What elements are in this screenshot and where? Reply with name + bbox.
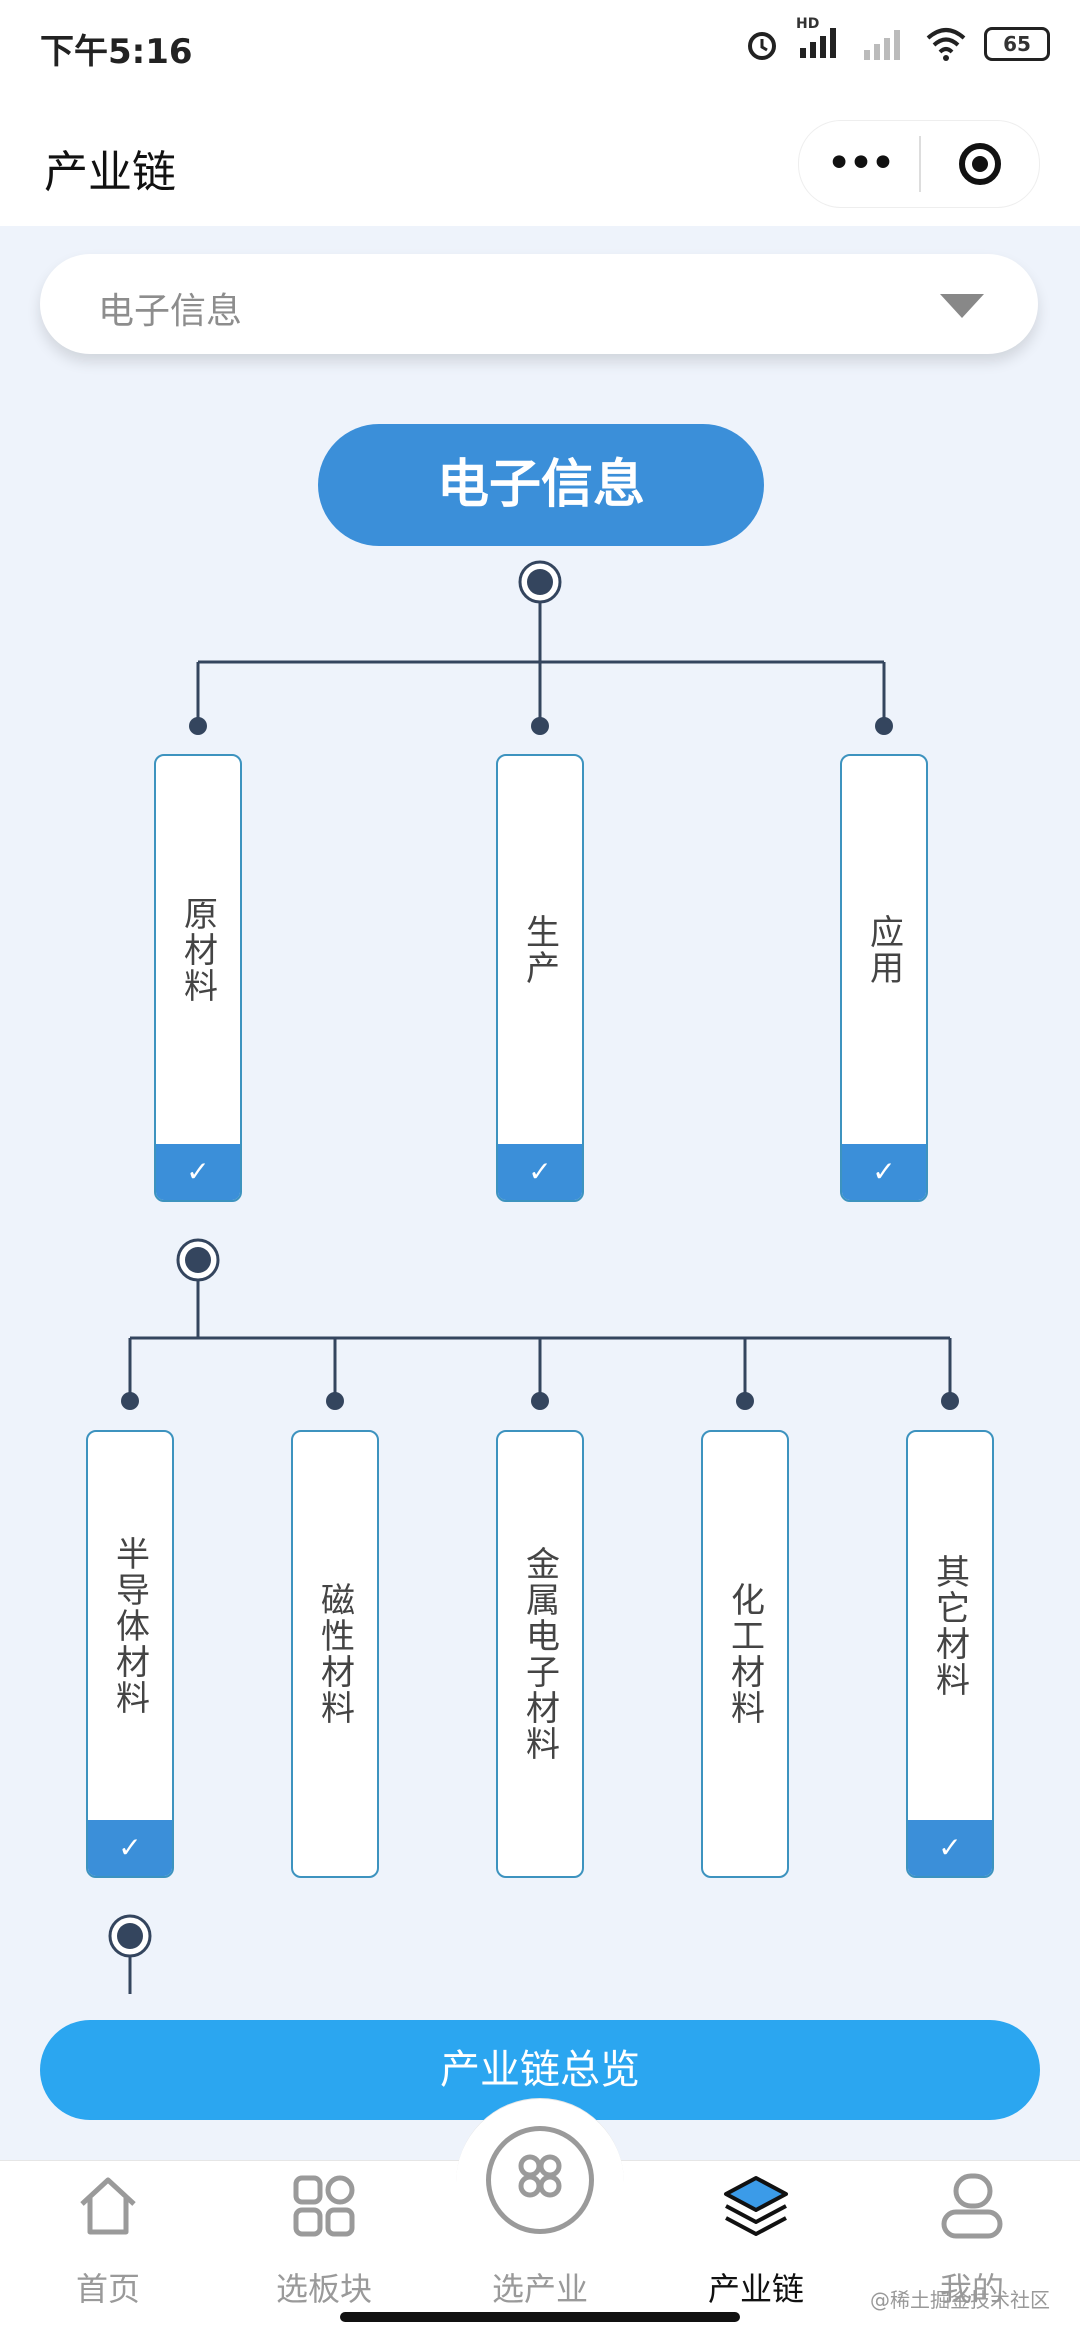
semiconductor-junction-node: [108, 1914, 152, 1958]
node-label: 半导体材料: [109, 1536, 150, 1716]
tab-mine[interactable]: 我的: [864, 2160, 1080, 2340]
node-label: 其它材料: [929, 1554, 970, 1698]
tab-label: 首页: [75, 2270, 140, 2308]
tab-label: 选产业: [491, 2270, 588, 2308]
status-time: 下午5:16: [40, 32, 193, 72]
capsule-divider: [919, 136, 921, 192]
node-label-wrap: 生产: [498, 756, 582, 1144]
tab-select-sector[interactable]: 选板块: [216, 2160, 432, 2340]
grid-icon: [293, 2175, 355, 2237]
profile-icon: [941, 2173, 1003, 2239]
more-button[interactable]: •••: [826, 138, 896, 189]
tree-node-production[interactable]: 生产 ✓: [496, 754, 584, 1202]
node-label-wrap: 其它材料: [908, 1432, 992, 1820]
select-industry-icon: [518, 2154, 562, 2198]
check-icon[interactable]: ✓: [156, 1144, 240, 1200]
tree-node-other-material[interactable]: 其它材料 ✓: [906, 1430, 994, 1878]
tree-node-chemical-material[interactable]: 化工材料: [701, 1430, 789, 1878]
node-label: 生产: [519, 914, 560, 986]
check-icon[interactable]: ✓: [842, 1144, 926, 1200]
home-icon: [80, 2177, 136, 2235]
node-label-wrap: 金属电子材料: [498, 1432, 582, 1876]
signal-hd-icon: HD: [796, 16, 844, 64]
mini-program-capsule: •••: [798, 120, 1040, 208]
node-label: 化工材料: [724, 1582, 765, 1726]
check-icon[interactable]: ✓: [908, 1820, 992, 1876]
node-label: 金属电子材料: [519, 1546, 560, 1762]
status-bar: 下午5:16 HD 65: [0, 0, 1080, 100]
node-label-wrap: 化工材料: [703, 1432, 787, 1876]
signal-weak-icon: [864, 30, 900, 60]
industry-select[interactable]: 电子信息: [40, 254, 1038, 354]
node-label-wrap: 磁性材料: [293, 1432, 377, 1876]
tree-node-application[interactable]: 应用 ✓: [840, 754, 928, 1202]
raw-material-junction-node: [176, 1238, 220, 1282]
nav-bar: 产业链 •••: [0, 100, 1080, 226]
tab-label: 我的: [939, 2270, 1004, 2308]
tree-node-metal-electronic-material[interactable]: 金属电子材料: [496, 1430, 584, 1878]
chevron-down-icon: [940, 294, 984, 318]
tab-home[interactable]: 首页: [0, 2160, 216, 2340]
node-label-wrap: 应用: [842, 756, 926, 1144]
tab-industry-chain[interactable]: 产业链: [648, 2160, 864, 2340]
watermark: @稀土掘金技术社区: [870, 2288, 1050, 2312]
tab-label: 产业链: [707, 2270, 804, 2308]
alarm-icon: [748, 32, 776, 60]
tree-node-semiconductor-material[interactable]: 半导体材料 ✓: [86, 1430, 174, 1878]
layers-icon: [724, 2176, 788, 2236]
check-icon[interactable]: ✓: [498, 1144, 582, 1200]
node-label: 应用: [863, 914, 904, 986]
tab-select-industry[interactable]: 选产业: [432, 2154, 648, 2340]
node-label-wrap: 原材料: [156, 756, 240, 1144]
battery-indicator: 65: [984, 27, 1050, 61]
status-icons: HD 65: [744, 16, 1050, 64]
industry-select-value: 电子信息: [98, 291, 243, 332]
node-label: 原材料: [177, 896, 218, 1004]
root-junction-node: [518, 560, 562, 604]
tree-root-node[interactable]: 电子信息: [318, 424, 764, 546]
tree-node-magnetic-material[interactable]: 磁性材料: [291, 1430, 379, 1878]
hd-label: HD: [796, 16, 820, 32]
tab-label: 选板块: [275, 2270, 372, 2308]
tree-node-raw-material[interactable]: 原材料 ✓: [154, 754, 242, 1202]
close-target-button[interactable]: [921, 143, 1039, 185]
page-title: 产业链: [44, 147, 176, 198]
wifi-icon: [926, 28, 966, 61]
node-label: 磁性材料: [314, 1582, 355, 1726]
select-industry-icon-ring: [486, 2126, 594, 2234]
node-label-wrap: 半导体材料: [88, 1432, 172, 1820]
check-icon[interactable]: ✓: [88, 1820, 172, 1876]
home-indicator[interactable]: [340, 2312, 740, 2322]
target-icon: [959, 143, 1001, 185]
